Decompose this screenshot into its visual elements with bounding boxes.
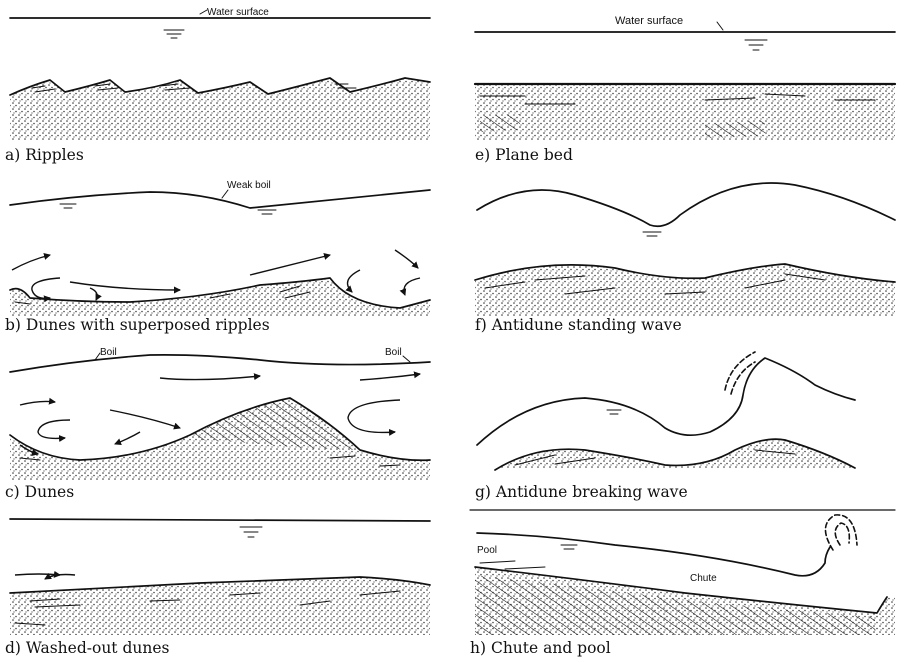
- water-level-symbol: [240, 527, 262, 537]
- panel-ripples: Water surface a) Ripples: [0, 0, 440, 165]
- sand-bed: [475, 84, 895, 140]
- panel-washed-out-dunes: d) Washed-out dunes: [0, 505, 440, 663]
- water-level-symbol: [164, 30, 184, 38]
- boil-left-label: Boil: [100, 347, 117, 358]
- pool-label: Pool: [477, 545, 497, 556]
- caption-antidune-standing-wave: f) Antidune standing wave: [475, 316, 682, 334]
- panel-chute-and-pool: Pool Chute h) Chute and pool: [465, 505, 905, 663]
- panel-antidune-breaking-wave: g) Antidune breaking wave: [465, 340, 905, 505]
- weak-boil-label: Weak boil: [227, 180, 271, 191]
- dunes-with-ripples-diagram: Weak boil: [0, 170, 440, 335]
- caption-dunes-with-ripples: b) Dunes with superposed ripples: [5, 316, 270, 334]
- water-surface-line: [477, 358, 855, 445]
- ripples-diagram: Water surface: [0, 0, 440, 165]
- caption-dunes: c) Dunes: [5, 483, 74, 501]
- boil-right-label: Boil: [385, 347, 402, 358]
- panel-dunes: Boil Boil c) Dunes: [0, 340, 440, 505]
- panel-plane-bed: Water surface e) Plane bed: [465, 0, 905, 165]
- water-surface-line: [477, 533, 830, 576]
- water-surface-line: [10, 519, 430, 521]
- panel-antidune-standing-wave: f) Antidune standing wave: [465, 170, 905, 335]
- panel-dunes-with-ripples: Weak boil b) Dunes with superposed rippl…: [0, 170, 440, 335]
- caption-chute-and-pool: h) Chute and pool: [470, 639, 611, 657]
- water-surface-label: Water surface: [615, 15, 683, 27]
- chute-label: Chute: [690, 573, 717, 584]
- plane-bed-diagram: Water surface: [465, 0, 905, 165]
- caption-ripples: a) Ripples: [5, 146, 84, 164]
- water-surface-line: [10, 190, 430, 208]
- water-surface-line: [10, 355, 430, 372]
- water-level-symbol: [745, 40, 767, 50]
- sand-bed: [10, 278, 430, 316]
- water-surface-label: Water surface: [207, 7, 269, 18]
- sand-bed: [10, 577, 430, 635]
- dunes-diagram: Boil Boil: [0, 340, 440, 505]
- antidune-breaking-wave-diagram: [465, 340, 905, 505]
- breaking-crest-dashed: [825, 515, 857, 550]
- breaking-crest-dashed: [725, 352, 755, 390]
- sand-bed: [475, 264, 895, 316]
- caption-antidune-breaking-wave: g) Antidune breaking wave: [475, 483, 688, 501]
- water-surface-line: [477, 183, 895, 226]
- caption-washed-out-dunes: d) Washed-out dunes: [5, 639, 169, 657]
- caption-plane-bed: e) Plane bed: [475, 146, 573, 164]
- antidune-standing-wave-diagram: [465, 170, 905, 335]
